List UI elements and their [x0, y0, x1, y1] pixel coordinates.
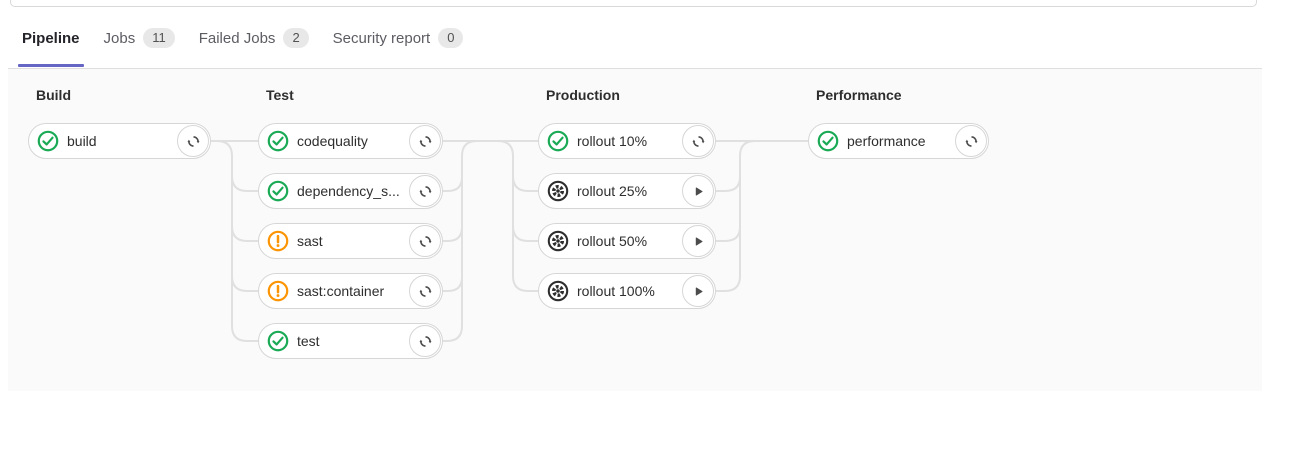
tab-pipeline-label: Pipeline: [22, 29, 80, 47]
tab-failed-jobs-label: Failed Jobs: [198, 29, 276, 47]
retry-button[interactable]: [409, 125, 441, 157]
job-label: dependency_s...: [297, 183, 400, 199]
status-success-icon: [267, 130, 289, 152]
status-warning-icon: [267, 230, 289, 252]
status-manual-icon: [547, 180, 569, 202]
stage-title-build: Build: [36, 87, 71, 103]
job-label: sast: [297, 233, 323, 249]
job-label: rollout 10%: [577, 133, 648, 149]
job-label: rollout 25%: [577, 183, 648, 199]
stage-title-test: Test: [266, 87, 294, 103]
play-button[interactable]: [682, 175, 714, 207]
job-label: test: [297, 333, 320, 349]
stage-connector-lines: [211, 140, 808, 342]
jobs-count-badge: 11: [143, 28, 175, 48]
stage-title-production: Production: [546, 87, 620, 103]
job-label: performance: [847, 133, 926, 149]
status-success-icon: [267, 180, 289, 202]
pipeline-panel: Pipeline Jobs 11 Failed Jobs 2 Security …: [8, 8, 1262, 391]
retry-button[interactable]: [409, 275, 441, 307]
play-button[interactable]: [682, 225, 714, 257]
job-label: codequality: [297, 133, 368, 149]
job-pill-sast[interactable]: sast: [258, 223, 443, 259]
job-pill-rollout-10[interactable]: rollout 10%: [538, 123, 716, 159]
stage-title-performance: Performance: [816, 87, 902, 103]
retry-button[interactable]: [409, 175, 441, 207]
retry-button[interactable]: [682, 125, 714, 157]
job-pill-rollout-25[interactable]: rollout 25%: [538, 173, 716, 209]
status-success-icon: [547, 130, 569, 152]
retry-button[interactable]: [409, 225, 441, 257]
tab-security-report-label: Security report: [332, 29, 431, 47]
tab-jobs[interactable]: Jobs 11: [92, 8, 187, 68]
retry-button[interactable]: [409, 325, 441, 357]
retry-button[interactable]: [177, 125, 209, 157]
status-success-icon: [817, 130, 839, 152]
tab-security-report[interactable]: Security report 0: [321, 8, 476, 68]
tab-jobs-label: Jobs: [103, 29, 136, 47]
job-pill-dependency-scanning[interactable]: dependency_s...: [258, 173, 443, 209]
pipeline-tabs: Pipeline Jobs 11 Failed Jobs 2 Security …: [8, 8, 1262, 69]
status-success-icon: [37, 130, 59, 152]
tab-pipeline[interactable]: Pipeline: [10, 8, 92, 68]
job-pill-test[interactable]: test: [258, 323, 443, 359]
play-button[interactable]: [682, 275, 714, 307]
security-report-count-badge: 0: [438, 28, 464, 48]
job-pill-build[interactable]: build: [28, 123, 211, 159]
status-manual-icon: [547, 230, 569, 252]
job-pill-performance[interactable]: performance: [808, 123, 989, 159]
pipeline-graph: Build Test Production Performance build …: [8, 69, 1262, 391]
job-pill-rollout-100[interactable]: rollout 100%: [538, 273, 716, 309]
status-manual-icon: [547, 280, 569, 302]
job-label: sast:container: [297, 283, 385, 299]
job-label: build: [67, 133, 97, 149]
job-pill-rollout-50[interactable]: rollout 50%: [538, 223, 716, 259]
status-warning-icon: [267, 280, 289, 302]
job-label: rollout 50%: [577, 233, 648, 249]
top-card-edge: [10, 0, 1257, 7]
retry-button[interactable]: [955, 125, 987, 157]
job-pill-sast-container[interactable]: sast:container: [258, 273, 443, 309]
job-pill-codequality[interactable]: codequality: [258, 123, 443, 159]
tab-failed-jobs[interactable]: Failed Jobs 2: [187, 8, 321, 68]
status-success-icon: [267, 330, 289, 352]
job-label: rollout 100%: [577, 283, 655, 299]
failed-jobs-count-badge: 2: [283, 28, 309, 48]
